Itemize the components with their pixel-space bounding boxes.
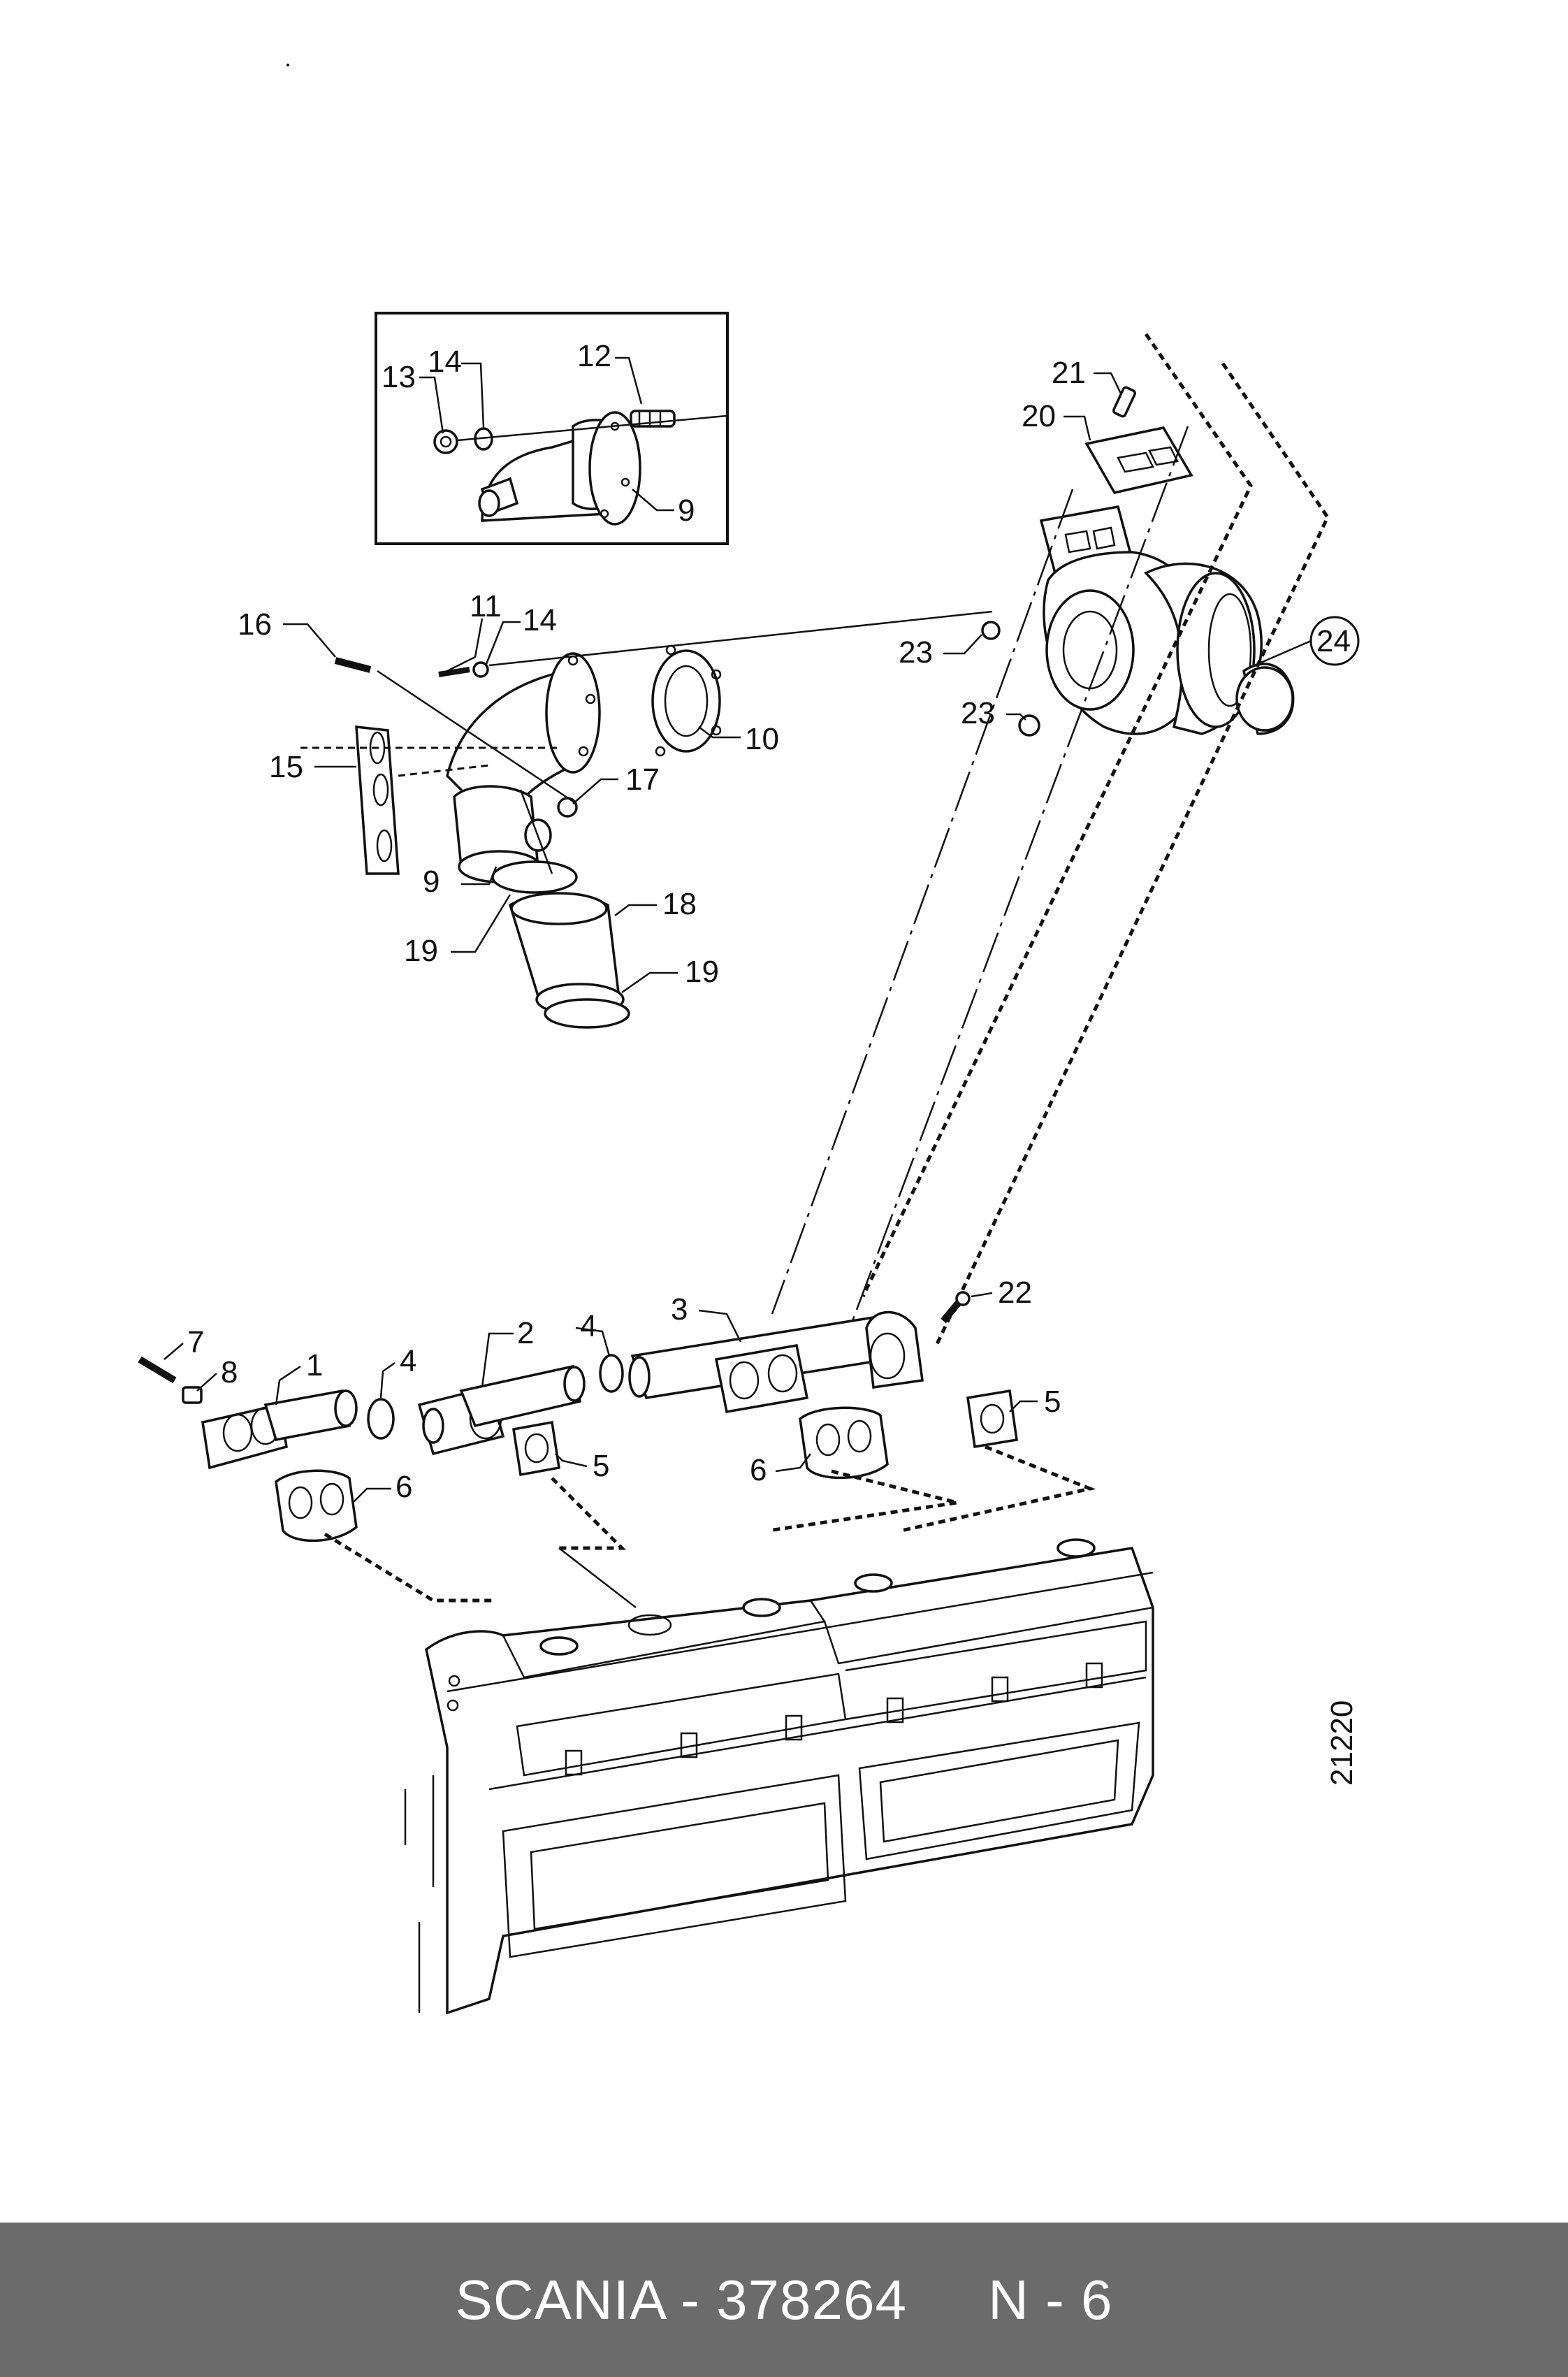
exhaust-manifold — [138, 1291, 1096, 1608]
callout-12: 12 — [577, 339, 611, 373]
drawing-number: 21220 — [1325, 1700, 1359, 1786]
callout-3: 3 — [671, 1292, 688, 1327]
footer-caption: SCANIA - 378264 N - 6 — [455, 2268, 1113, 2331]
callout-20: 20 — [1022, 399, 1056, 433]
exploded-parts-diagram: 13 14 12 9 16 11 14 10 15 17 9 18 19 19 … — [138, 64, 1360, 2015]
callout-16: 16 — [238, 607, 272, 642]
callout-6b: 6 — [395, 1470, 412, 1504]
callout-5: 5 — [1044, 1385, 1061, 1419]
callout-14b: 14 — [523, 603, 557, 637]
callout-8: 8 — [221, 1355, 238, 1389]
callout-1: 1 — [306, 1348, 323, 1382]
callout-19: 19 — [404, 934, 438, 968]
detail-inset-box — [375, 312, 729, 545]
footer-bar: SCANIA - 378264 N - 6 — [0, 2223, 1568, 2377]
callout-4: 4 — [400, 1344, 416, 1378]
callout-15: 15 — [269, 750, 303, 784]
callout-2: 2 — [517, 1316, 534, 1350]
callout-9b: 9 — [423, 865, 440, 899]
callout-6: 6 — [750, 1453, 767, 1487]
callout-22: 22 — [998, 1276, 1032, 1310]
callout-19b: 19 — [685, 955, 719, 989]
callout-11: 11 — [470, 589, 502, 623]
callout-5b: 5 — [593, 1449, 609, 1483]
callout-24: 24 — [1316, 624, 1351, 658]
elbow-assembly — [300, 610, 993, 1029]
callout-10: 10 — [745, 722, 779, 756]
callout-7: 7 — [187, 1325, 204, 1359]
callout-17: 17 — [625, 763, 660, 797]
engine-block — [404, 1538, 1154, 2015]
callout-4b: 4 — [580, 1309, 597, 1343]
callout-labels: 13 14 12 9 16 11 14 10 15 17 9 18 19 19 … — [164, 339, 1359, 1786]
callout-21: 21 — [1052, 356, 1086, 390]
callout-23b: 23 — [961, 696, 995, 730]
callout-23: 23 — [899, 635, 933, 670]
callout-13: 13 — [382, 360, 416, 394]
turbocharger — [771, 333, 1360, 1347]
callout-14: 14 — [428, 345, 462, 379]
callout-9: 9 — [678, 493, 695, 528]
callout-18: 18 — [662, 887, 697, 921]
